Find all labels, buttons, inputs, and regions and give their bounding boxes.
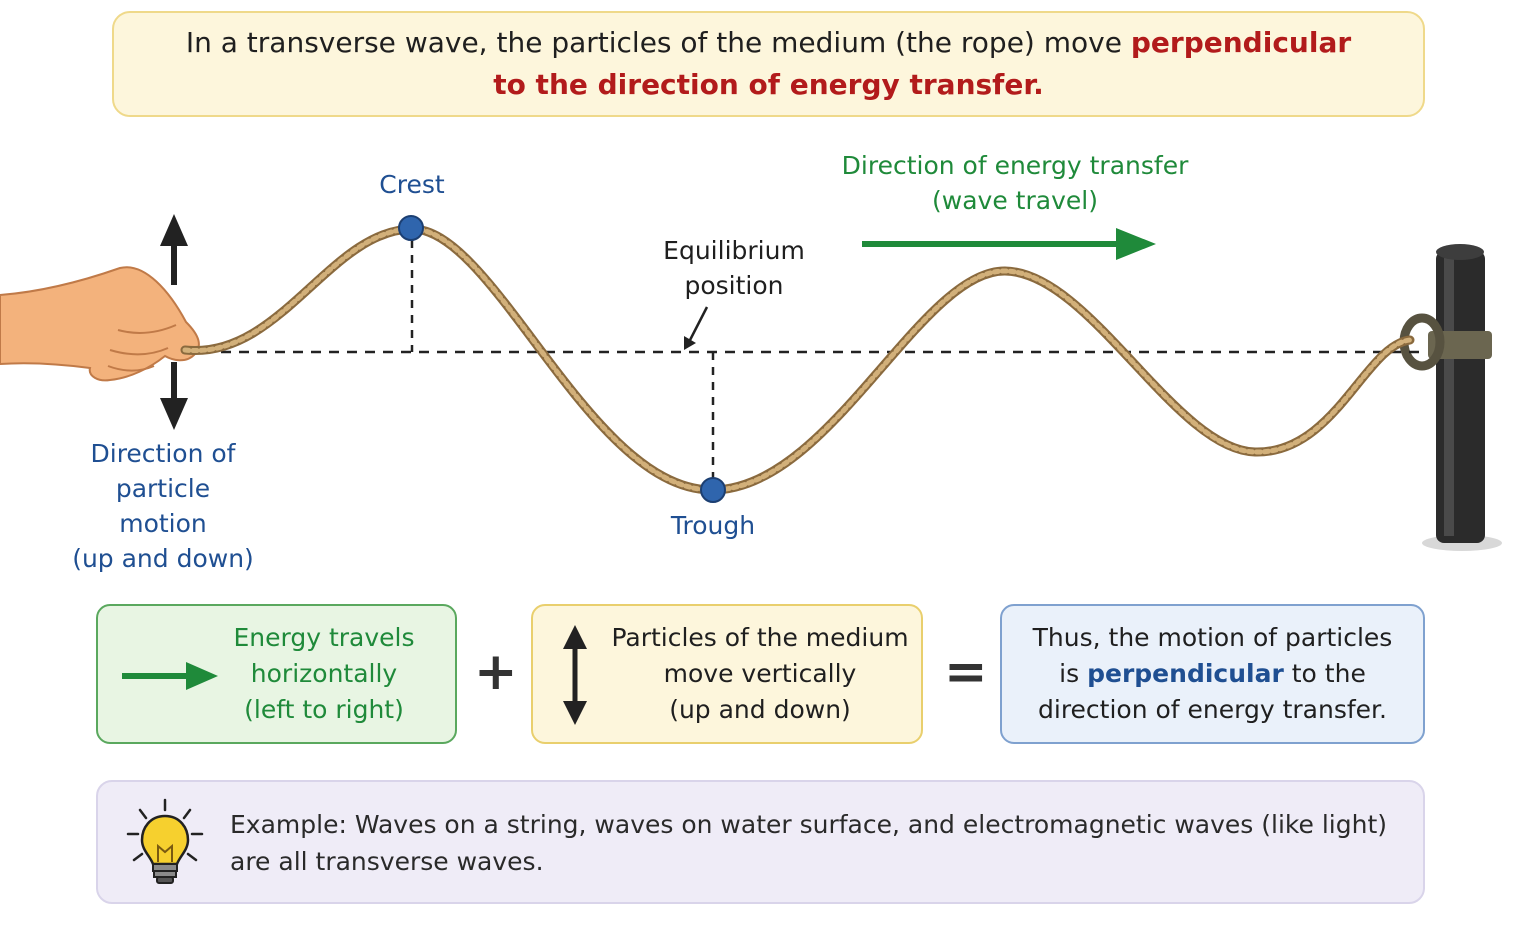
particle-motion-label-line-4: (up and down) <box>72 544 254 573</box>
lightbulb-icon <box>126 798 204 884</box>
crest-dot <box>398 215 424 241</box>
up-down-arrow-icon <box>563 625 587 725</box>
particles-summary-line-2: move vertically <box>663 659 857 688</box>
particle-motion-label-line-2: particle <box>115 474 211 503</box>
header-highlight-direction: to the direction of energy transfer. <box>493 68 1044 101</box>
energy-summary-line-1: Energy travels <box>233 623 415 652</box>
equilibrium-label-line-1: Equilibrium <box>663 236 805 265</box>
conclusion-to-the: to the <box>1291 659 1366 688</box>
energy-summary-box: Energy travels horizontally (left to rig… <box>96 604 457 744</box>
header-banner: In a transverse wave, the particles of t… <box>112 11 1425 117</box>
particles-summary-line-3: (up and down) <box>669 695 851 724</box>
particle-motion-label-line-3: motion <box>119 509 207 538</box>
example-text: Example: Waves on a string, waves on wat… <box>230 806 1410 880</box>
energy-direction-label-line-2: (wave travel) <box>932 186 1098 215</box>
example-line-1: Example: Waves on a string, waves on wat… <box>230 810 1387 839</box>
trough-label: Trough <box>670 511 756 540</box>
conclusion-line-3: direction of energy transfer. <box>1038 695 1387 724</box>
header-text: In a transverse wave, the particles of t… <box>185 26 1122 59</box>
trough-dot <box>700 477 726 503</box>
example-line-2: are all transverse waves. <box>230 847 544 876</box>
example-box: Example: Waves on a string, waves on wat… <box>96 780 1425 904</box>
equilibrium-label: Equilibrium position <box>634 233 834 303</box>
equals-operator: = <box>944 642 988 702</box>
particles-summary-box: Particles of the medium move vertically … <box>531 604 923 744</box>
conclusion-is: is <box>1059 659 1080 688</box>
header-highlight-perpendicular: perpendicular <box>1130 26 1352 59</box>
conclusion-box: Thus, the motion of particles is perpend… <box>1000 604 1425 744</box>
plus-operator: + <box>474 642 518 702</box>
equilibrium-label-line-2: position <box>684 271 784 300</box>
equilibrium-pointer-arrow <box>684 306 709 350</box>
conclusion-keyword: perpendicular <box>1087 659 1284 688</box>
energy-summary-line-3: (left to right) <box>244 695 404 724</box>
particles-summary-line-1: Particles of the medium <box>611 623 909 652</box>
energy-summary-text: Energy travels horizontally (left to rig… <box>216 620 432 728</box>
energy-direction-arrow <box>862 228 1156 260</box>
particle-motion-label: Direction of particle motion (up and dow… <box>52 436 274 576</box>
energy-direction-label-line-1: Direction of energy transfer <box>841 151 1189 180</box>
particle-motion-label-line-1: Direction of <box>90 439 236 468</box>
post-icon <box>1399 244 1502 551</box>
hand-holding-rope-icon <box>0 266 200 382</box>
header-line-1: In a transverse wave, the particles of t… <box>186 22 1351 64</box>
energy-summary-line-2: horizontally <box>250 659 398 688</box>
right-arrow-icon <box>122 662 218 690</box>
crest-label: Crest <box>379 170 445 199</box>
particles-summary-text: Particles of the medium move vertically … <box>601 620 919 728</box>
wave-diagram <box>0 214 1502 551</box>
conclusion-line-1: Thus, the motion of particles <box>1032 623 1393 652</box>
conclusion-text: Thus, the motion of particles is perpend… <box>1002 620 1423 728</box>
conclusion-line-2: is perpendicular to the <box>1002 656 1423 692</box>
energy-direction-label: Direction of energy transfer (wave trave… <box>820 148 1210 218</box>
particle-motion-arrow <box>160 214 188 430</box>
rope <box>180 224 1415 495</box>
